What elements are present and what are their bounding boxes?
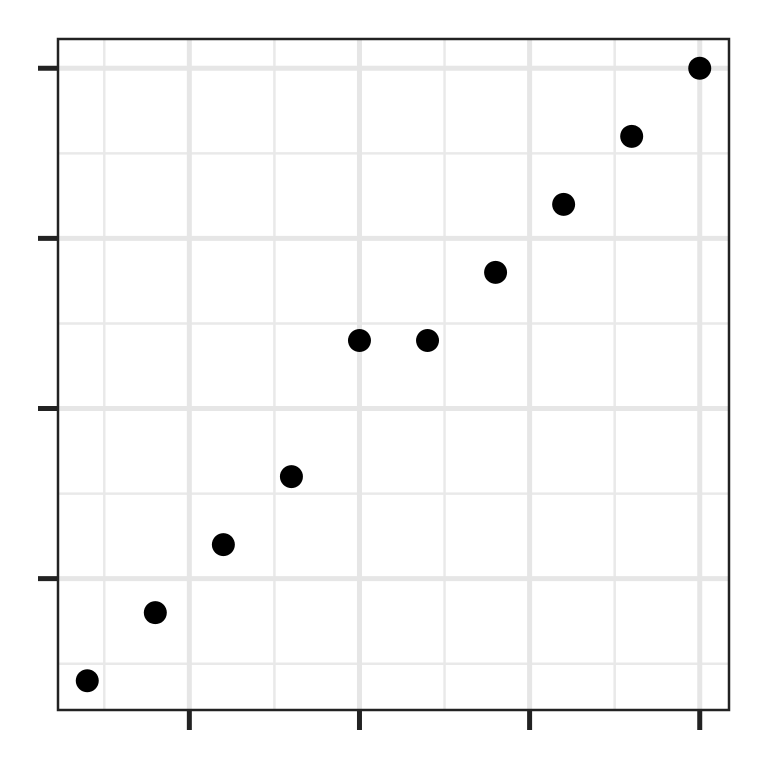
major-gridlines (58, 39, 729, 710)
panel-border (56, 37, 731, 712)
data-point (279, 465, 303, 489)
data-point (620, 124, 644, 148)
minor-gridlines (58, 39, 729, 710)
data-points (75, 56, 712, 693)
axis-ticks (38, 65, 703, 730)
data-point (347, 328, 371, 352)
data-point (75, 669, 99, 693)
data-point (484, 260, 508, 284)
data-point (211, 533, 235, 557)
data-point (416, 328, 440, 352)
data-point (143, 601, 167, 625)
data-point (688, 56, 712, 80)
data-point (552, 192, 576, 216)
